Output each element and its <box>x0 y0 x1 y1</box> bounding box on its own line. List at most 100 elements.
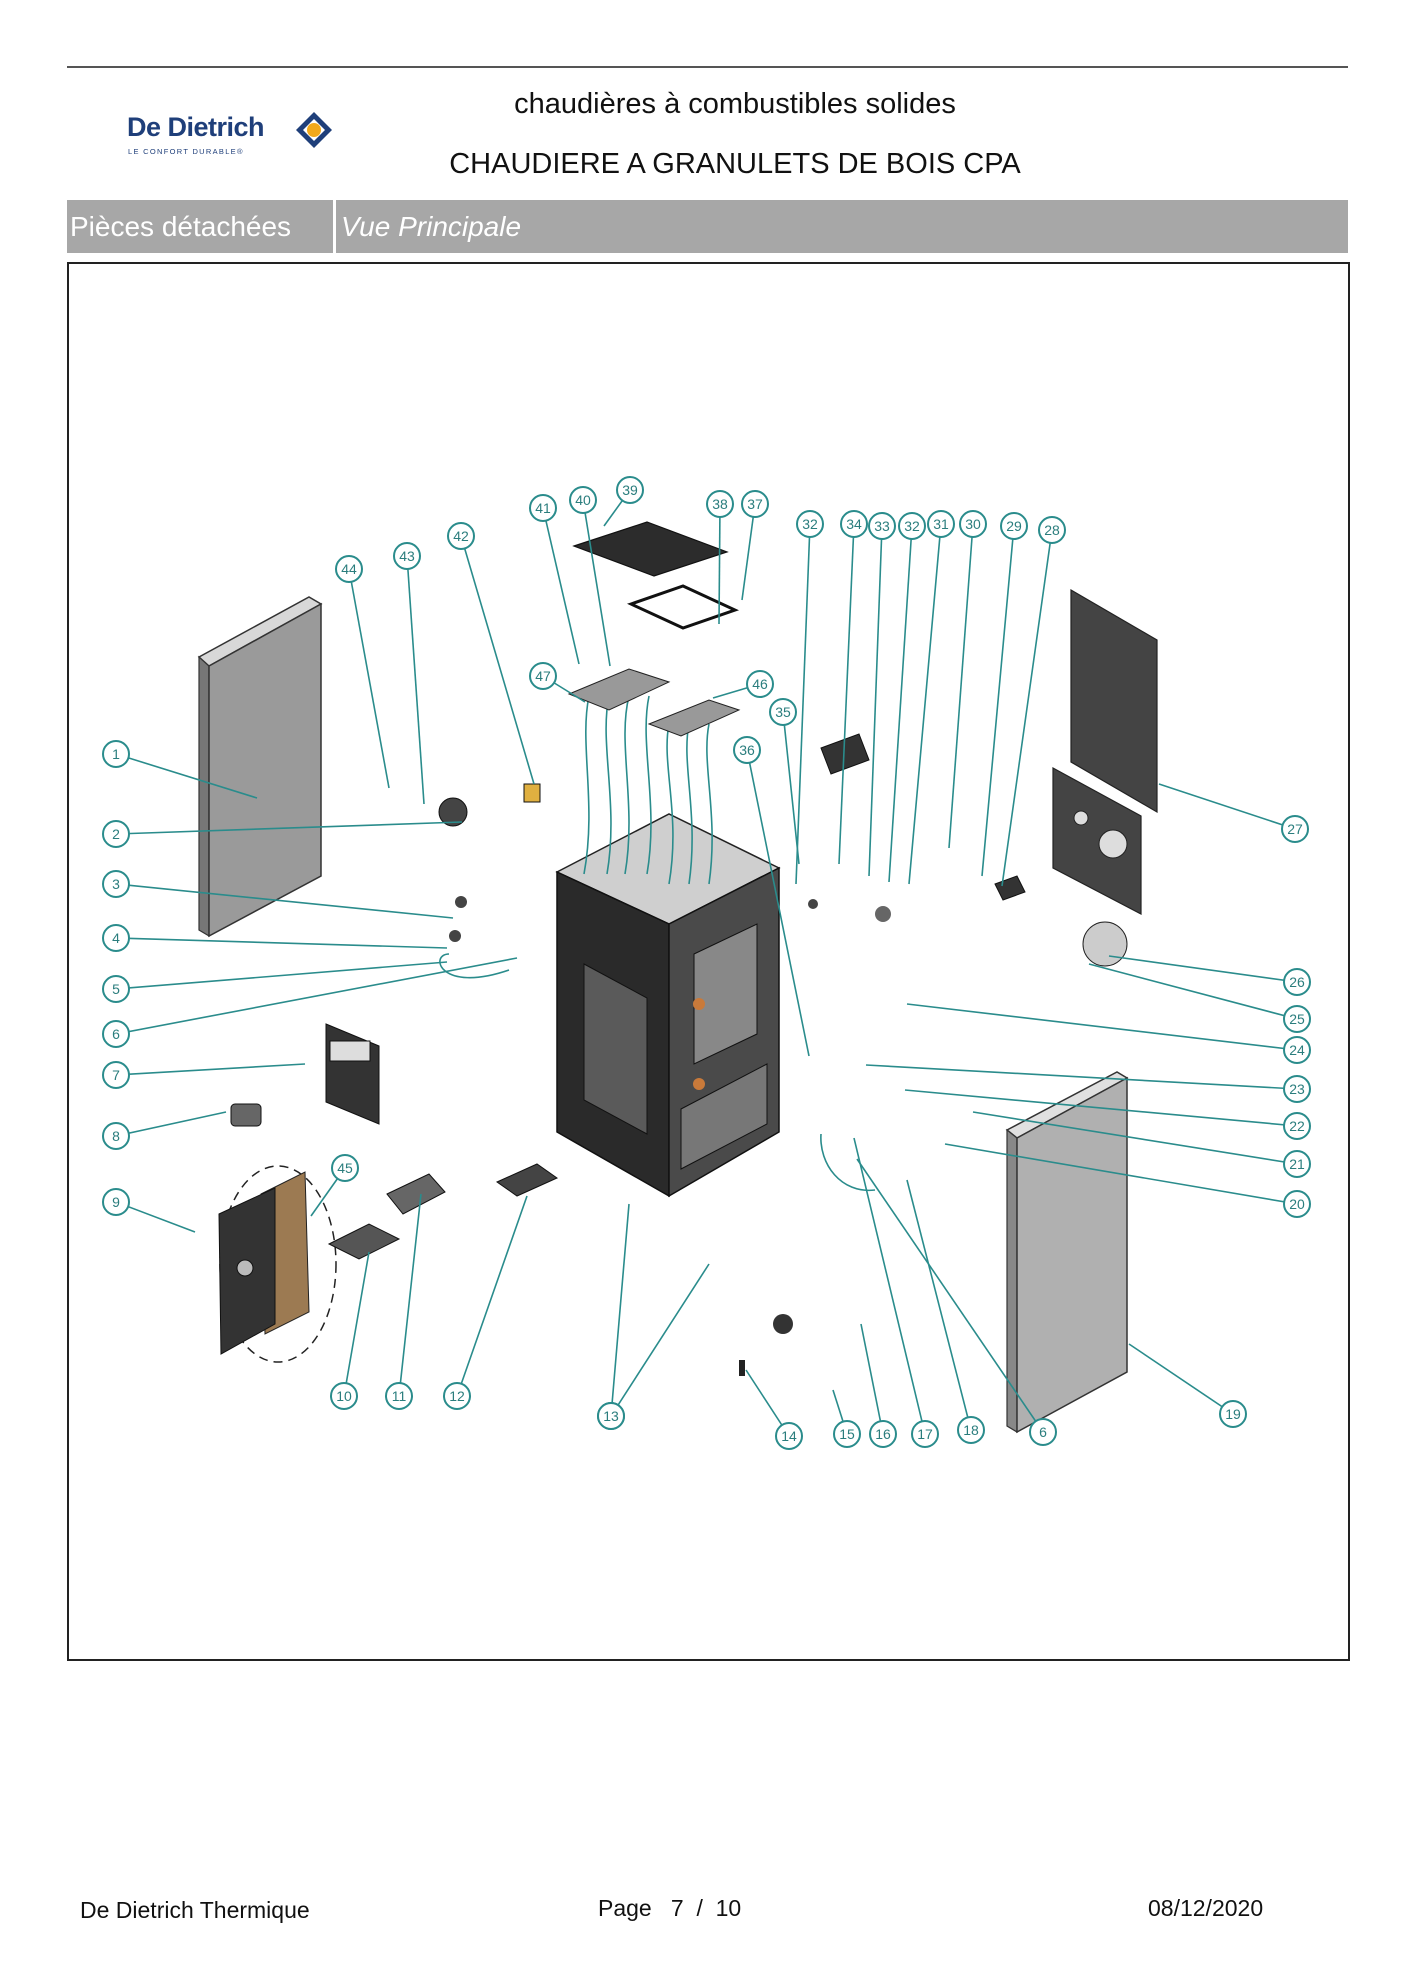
callout-marker-44: 44 <box>335 555 363 583</box>
callout-marker-15: 15 <box>833 1420 861 1448</box>
callout-number: 23 <box>1289 1081 1305 1097</box>
callout-leader-line <box>795 523 811 885</box>
callout-leader-line <box>972 1111 1298 1165</box>
boiler-body <box>555 813 781 1198</box>
callout-number: 16 <box>875 1426 891 1442</box>
callout-marker-32: 32 <box>796 510 824 538</box>
callout-leaders <box>115 489 1298 1437</box>
callout-leader-line <box>406 555 425 805</box>
side-panel-right <box>1005 1071 1129 1434</box>
callout-marker-47: 47 <box>529 662 557 690</box>
side-panel-left <box>197 596 323 938</box>
callout-number: 31 <box>933 516 949 532</box>
callout-number: 6 <box>1039 1424 1047 1440</box>
callout-leader-line <box>115 1201 196 1233</box>
section-bar: Pièces détachées Vue Principale <box>67 200 1348 253</box>
callout-number: 26 <box>1289 974 1305 990</box>
callout-number: 30 <box>965 516 981 532</box>
callout-marker-26: 26 <box>1283 968 1311 996</box>
callout-marker-8: 8 <box>102 1122 130 1150</box>
callout-leader-line <box>853 1137 926 1435</box>
footer-page-label: Page <box>598 1895 652 1921</box>
callout-marker-42: 42 <box>447 522 475 550</box>
callout-marker-39: 39 <box>616 476 644 504</box>
callout-number: 7 <box>112 1067 120 1083</box>
callout-marker-19: 19 <box>1219 1400 1247 1428</box>
callout-number: 41 <box>535 500 551 516</box>
callout-leader-line <box>115 961 448 990</box>
callout-leader-line <box>1001 529 1053 887</box>
footer-page-number: Page 7 / 10 <box>598 1895 741 1922</box>
callout-number: 32 <box>802 516 818 532</box>
callout-marker-25: 25 <box>1283 1005 1311 1033</box>
callout-marker-1: 1 <box>102 740 130 768</box>
callout-number: 46 <box>752 676 768 692</box>
callout-number: 40 <box>575 492 591 508</box>
callout-number: 6 <box>112 1026 120 1042</box>
brand-diamond-icon <box>296 112 332 148</box>
callout-leader-line <box>343 1251 370 1397</box>
callout-number: 11 <box>392 1388 407 1404</box>
callout-marker-38: 38 <box>706 490 734 518</box>
callout-number: 19 <box>1225 1406 1241 1422</box>
callout-number: 10 <box>336 1388 352 1404</box>
callout-number: 45 <box>337 1160 353 1176</box>
callout-leader-line <box>115 957 518 1035</box>
footer-page-total: 10 <box>715 1895 742 1921</box>
callout-leader-line <box>888 525 913 883</box>
callout-leader-line <box>115 883 454 919</box>
callout-marker-10: 10 <box>330 1382 358 1410</box>
footer-page-current: 7 <box>670 1895 684 1921</box>
callout-leader-line <box>856 1158 1044 1433</box>
callout-leader-line <box>542 507 580 665</box>
callout-leader-line <box>348 568 390 789</box>
callout-marker-4: 4 <box>102 924 130 952</box>
callout-marker-46: 46 <box>746 670 774 698</box>
callout-marker-29: 29 <box>1000 512 1028 540</box>
callout-marker-37: 37 <box>741 490 769 518</box>
sensor-cables <box>567 668 741 885</box>
callout-marker-3: 3 <box>102 870 130 898</box>
callout-leader-line <box>460 535 535 785</box>
callout-marker-28: 28 <box>1038 516 1066 544</box>
callout-leader-line <box>944 1143 1298 1205</box>
callout-number: 9 <box>112 1194 120 1210</box>
callout-marker-31: 31 <box>927 510 955 538</box>
callout-number: 27 <box>1287 821 1303 837</box>
callout-leader-line <box>782 711 800 865</box>
callout-marker-14: 14 <box>775 1422 803 1450</box>
callout-number: 17 <box>917 1426 933 1442</box>
callout-leader-line <box>865 1064 1298 1090</box>
callout-leader-line <box>610 1263 710 1417</box>
callout-leader-line <box>904 1089 1298 1127</box>
callout-number: 28 <box>1044 522 1060 538</box>
document-title: CHAUDIERE A GRANULETS DE BOIS CPA <box>449 148 1021 180</box>
callout-marker-33: 33 <box>868 512 896 540</box>
section-divider <box>333 200 336 253</box>
callout-marker-36: 36 <box>733 736 761 764</box>
callout-number: 47 <box>535 668 551 684</box>
callout-leader-line <box>115 1063 306 1076</box>
callout-marker-12: 12 <box>443 1382 471 1410</box>
callout-marker-20: 20 <box>1283 1190 1311 1218</box>
callout-marker-9: 9 <box>102 1188 130 1216</box>
cover-plate <box>572 521 740 630</box>
section-view-name: Vue Principale <box>341 211 522 242</box>
callout-number: 2 <box>112 826 120 842</box>
callout-number: 12 <box>449 1388 465 1404</box>
callout-number: 8 <box>112 1128 120 1144</box>
footer-date: 08/12/2020 <box>1148 1895 1264 1921</box>
brand-name: De Dietrich <box>127 112 265 142</box>
callout-number: 34 <box>846 516 862 532</box>
callout-number: 3 <box>112 876 120 892</box>
callout-marker-27: 27 <box>1281 815 1309 843</box>
callout-leader-line <box>610 1203 630 1417</box>
callout-marker-21: 21 <box>1283 1150 1311 1178</box>
callout-leader-line <box>115 753 258 799</box>
callout-number: 14 <box>781 1428 797 1444</box>
exploded-view-svg: 1234567891011121314151617181920212223242… <box>102 476 1311 1450</box>
callout-leader-line <box>948 523 974 849</box>
callout-marker-23: 23 <box>1283 1075 1311 1103</box>
callout-marker-40: 40 <box>569 486 597 514</box>
callout-marker-17: 17 <box>911 1420 939 1448</box>
